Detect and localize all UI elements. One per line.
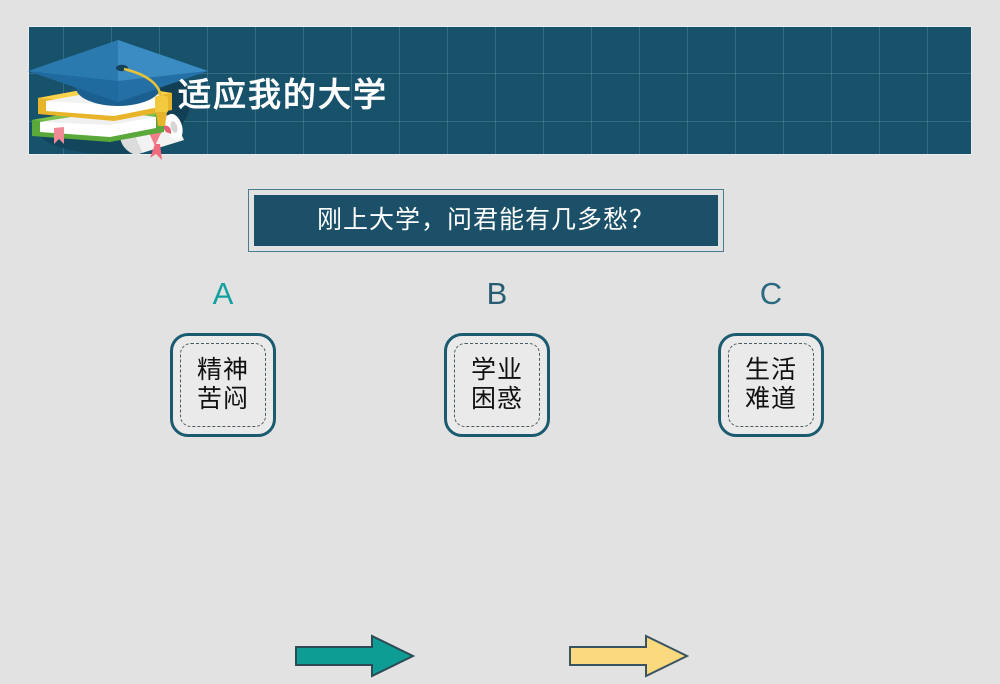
flow-step-b-line-1: 学业	[470, 355, 523, 384]
graduation-cap-books-diploma-icon	[14, 36, 224, 161]
flow-step-c-box[interactable]: 生活 难道	[718, 333, 824, 437]
flow-diagram: A 精神 苦闷 B 学业 困惑	[0, 278, 1000, 678]
flow-step-a-box[interactable]: 精神 苦闷	[170, 333, 276, 437]
subtitle-quote-box: 刚上大学，问君能有几多愁？	[248, 189, 724, 252]
flow-step-b[interactable]: B 学业 困惑	[432, 278, 562, 448]
flow-step-c-label: C	[759, 276, 783, 311]
page-title: 适应我的大学	[178, 76, 388, 113]
subtitle-quote-text: 刚上大学，问君能有几多愁？	[316, 206, 655, 234]
flow-step-b-box-inner: 学业 困惑	[454, 343, 540, 427]
flow-step-c-line-2: 难道	[744, 385, 797, 413]
flow-step-b-label: B	[486, 276, 508, 311]
arrow-b-to-c-icon	[568, 633, 690, 679]
flow-step-c-line-1: 生活	[744, 355, 797, 384]
flow-step-a-box-inner: 精神 苦闷	[180, 343, 266, 427]
flow-step-c[interactable]: C 生活 难道	[706, 278, 836, 448]
flow-step-a[interactable]: A 精神 苦闷	[158, 278, 288, 448]
flow-step-b-line-2: 困惑	[470, 385, 523, 413]
flow-step-c-box-inner: 生活 难道	[728, 343, 814, 427]
arrow-a-to-b-icon	[294, 633, 416, 679]
flow-step-a-line-2: 苦闷	[196, 385, 249, 413]
flow-step-a-label: A	[212, 276, 234, 311]
slide-canvas: 适应我的大学 刚上大学，问君能有几多愁？ A 精神 苦闷 B	[0, 26, 1000, 678]
flow-step-a-line-1: 精神	[196, 355, 249, 384]
subtitle-quote-inner: 刚上大学，问君能有几多愁？	[254, 195, 718, 246]
flow-step-b-box[interactable]: 学业 困惑	[444, 333, 550, 437]
